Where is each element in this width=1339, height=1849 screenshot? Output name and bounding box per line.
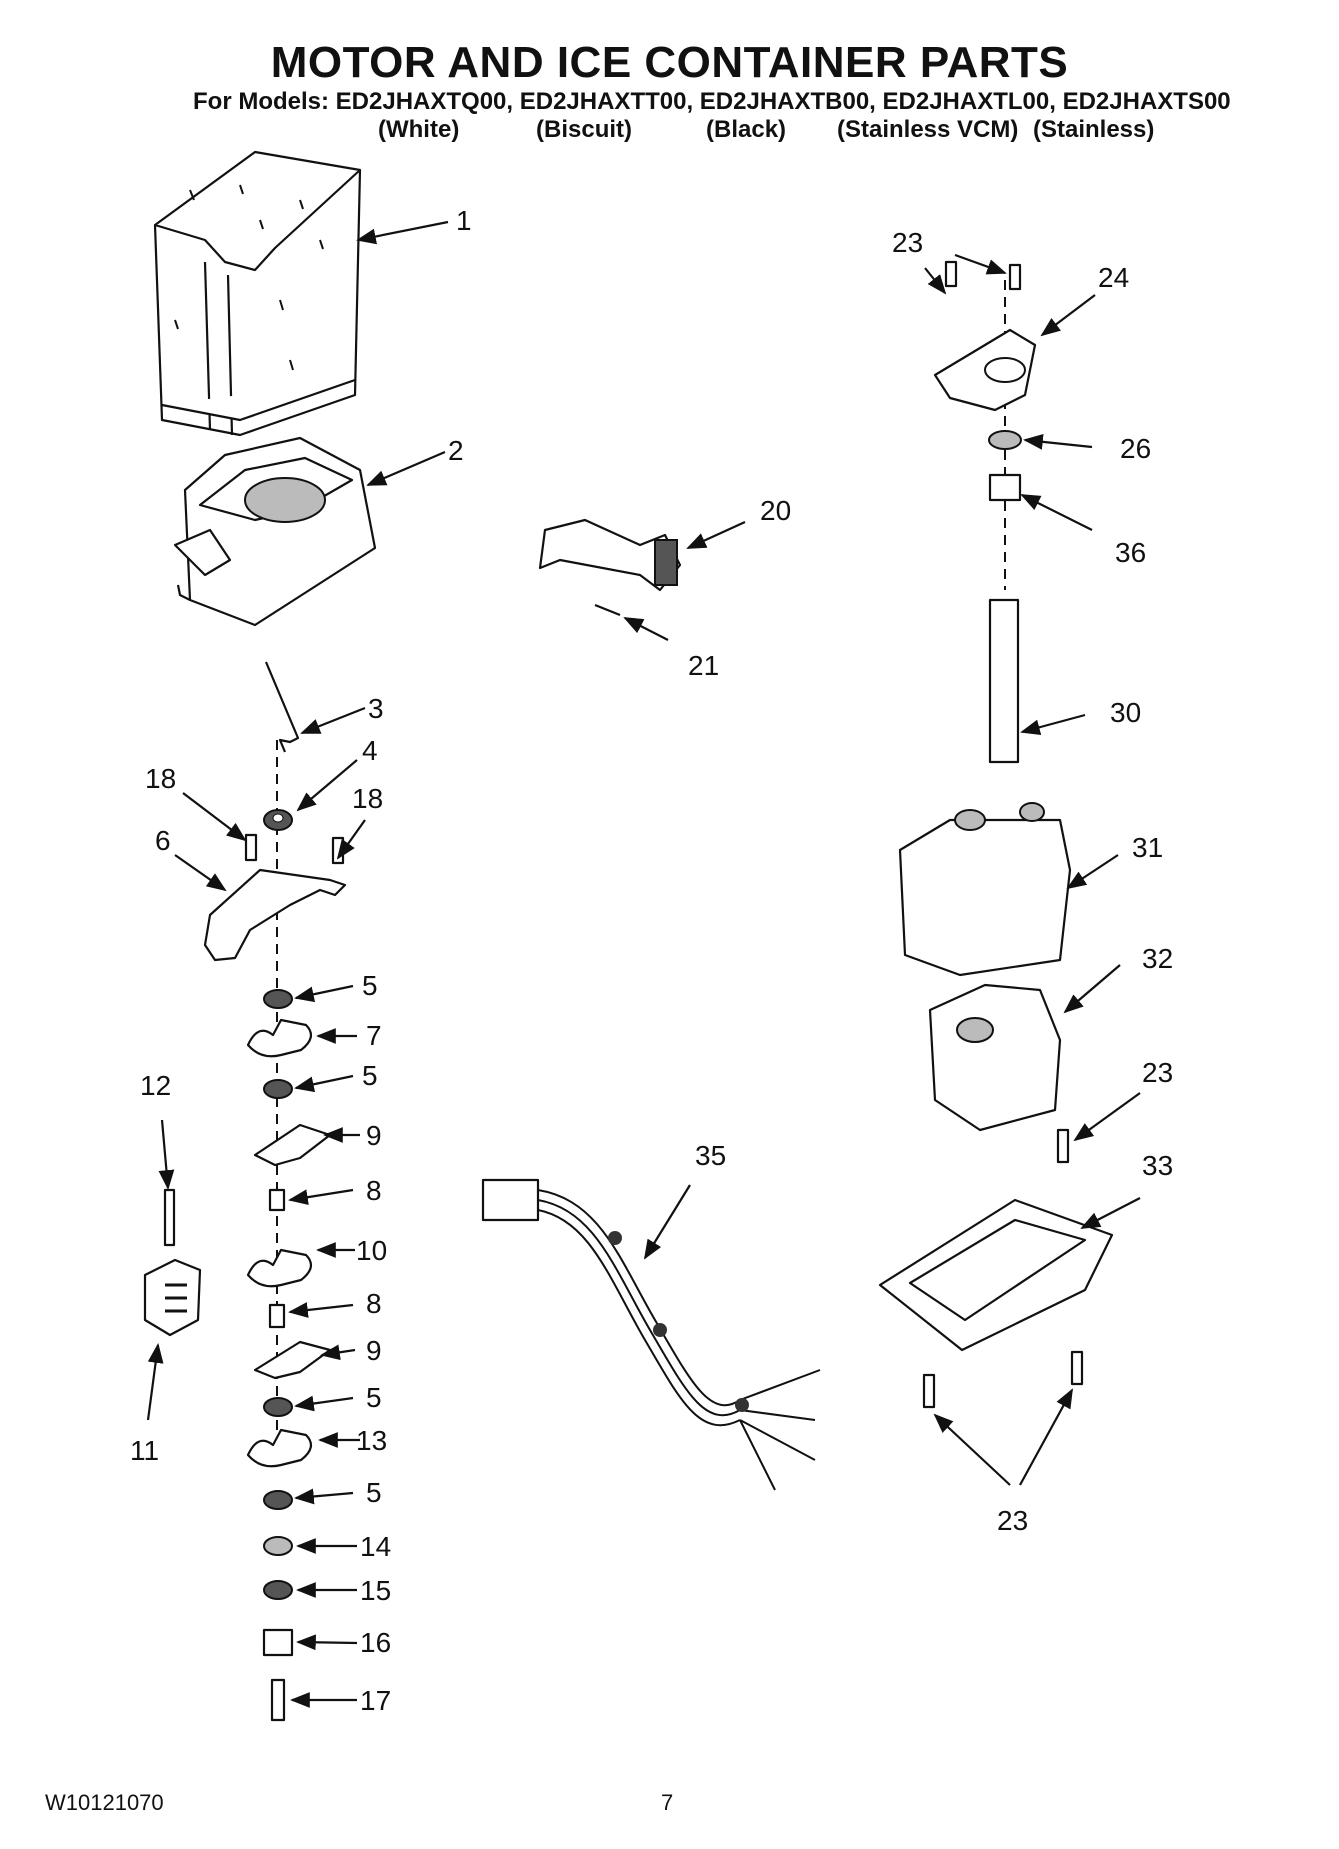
callout-30: 30 xyxy=(1110,697,1141,728)
ice-housing-part xyxy=(173,436,377,627)
callout-5-b: 5 xyxy=(362,1060,378,1091)
callout-13: 13 xyxy=(356,1425,387,1456)
ice-container-part xyxy=(153,150,362,437)
callout-12: 12 xyxy=(140,1070,171,1101)
callout-18-right: 18 xyxy=(352,783,383,814)
callout-2: 2 xyxy=(448,435,464,466)
pin-and-block xyxy=(143,1188,202,1337)
callout-5-a: 5 xyxy=(362,970,378,1001)
callout-23-top: 23 xyxy=(892,227,923,258)
callout-10: 10 xyxy=(356,1235,387,1266)
callout-24: 24 xyxy=(1098,262,1129,293)
callout-32: 32 xyxy=(1142,943,1173,974)
document-number: W10121070 xyxy=(45,1790,164,1815)
color-stainless: (Stainless) xyxy=(1033,116,1155,143)
callout-5-d: 5 xyxy=(366,1477,382,1508)
models-line: For Models: ED2JHAXTQ00, ED2JHAXTT00, ED… xyxy=(193,88,1231,115)
callout-4: 4 xyxy=(362,735,378,766)
callout-35: 35 xyxy=(695,1140,726,1171)
motor-stack xyxy=(878,260,1114,1409)
callout-labels: 1 2 3 4 18 18 6 5 7 5 9 8 10 8 9 5 13 5 … xyxy=(130,205,1173,1716)
callout-33: 33 xyxy=(1142,1150,1173,1181)
auger-stack xyxy=(203,661,347,1722)
callout-31: 31 xyxy=(1132,832,1163,863)
dispenser-bracket xyxy=(538,518,682,617)
wire-harness xyxy=(481,1178,821,1491)
callout-16: 16 xyxy=(360,1627,391,1658)
callout-3: 3 xyxy=(368,693,384,724)
callout-5-c: 5 xyxy=(366,1382,382,1413)
color-black: (Black) xyxy=(706,116,787,143)
color-stainless-vcm: (Stainless VCM) xyxy=(837,116,1019,143)
callout-6: 6 xyxy=(155,825,171,856)
page-title: MOTOR AND ICE CONTAINER PARTS xyxy=(270,38,1069,87)
callout-23-bottom: 23 xyxy=(997,1505,1028,1536)
callout-9-b: 9 xyxy=(366,1335,382,1366)
callout-7: 7 xyxy=(366,1020,382,1051)
callout-23-mid: 23 xyxy=(1142,1057,1173,1088)
callout-20: 20 xyxy=(760,495,791,526)
callout-9-a: 9 xyxy=(366,1120,382,1151)
callout-1: 1 xyxy=(456,205,472,236)
callout-15: 15 xyxy=(360,1575,391,1606)
callout-8-a: 8 xyxy=(366,1175,382,1206)
callout-17: 17 xyxy=(360,1685,391,1716)
color-white: (White) xyxy=(378,116,460,143)
callout-21: 21 xyxy=(688,650,719,681)
page-number: 7 xyxy=(661,1790,674,1815)
callout-18-left: 18 xyxy=(145,763,176,794)
color-biscuit: (Biscuit) xyxy=(536,116,632,143)
callout-14: 14 xyxy=(360,1531,391,1562)
leader-arrows xyxy=(146,220,1141,1708)
callout-8-b: 8 xyxy=(366,1288,382,1319)
callout-36: 36 xyxy=(1115,537,1146,568)
callout-26: 26 xyxy=(1120,433,1151,464)
callout-11: 11 xyxy=(130,1435,159,1466)
